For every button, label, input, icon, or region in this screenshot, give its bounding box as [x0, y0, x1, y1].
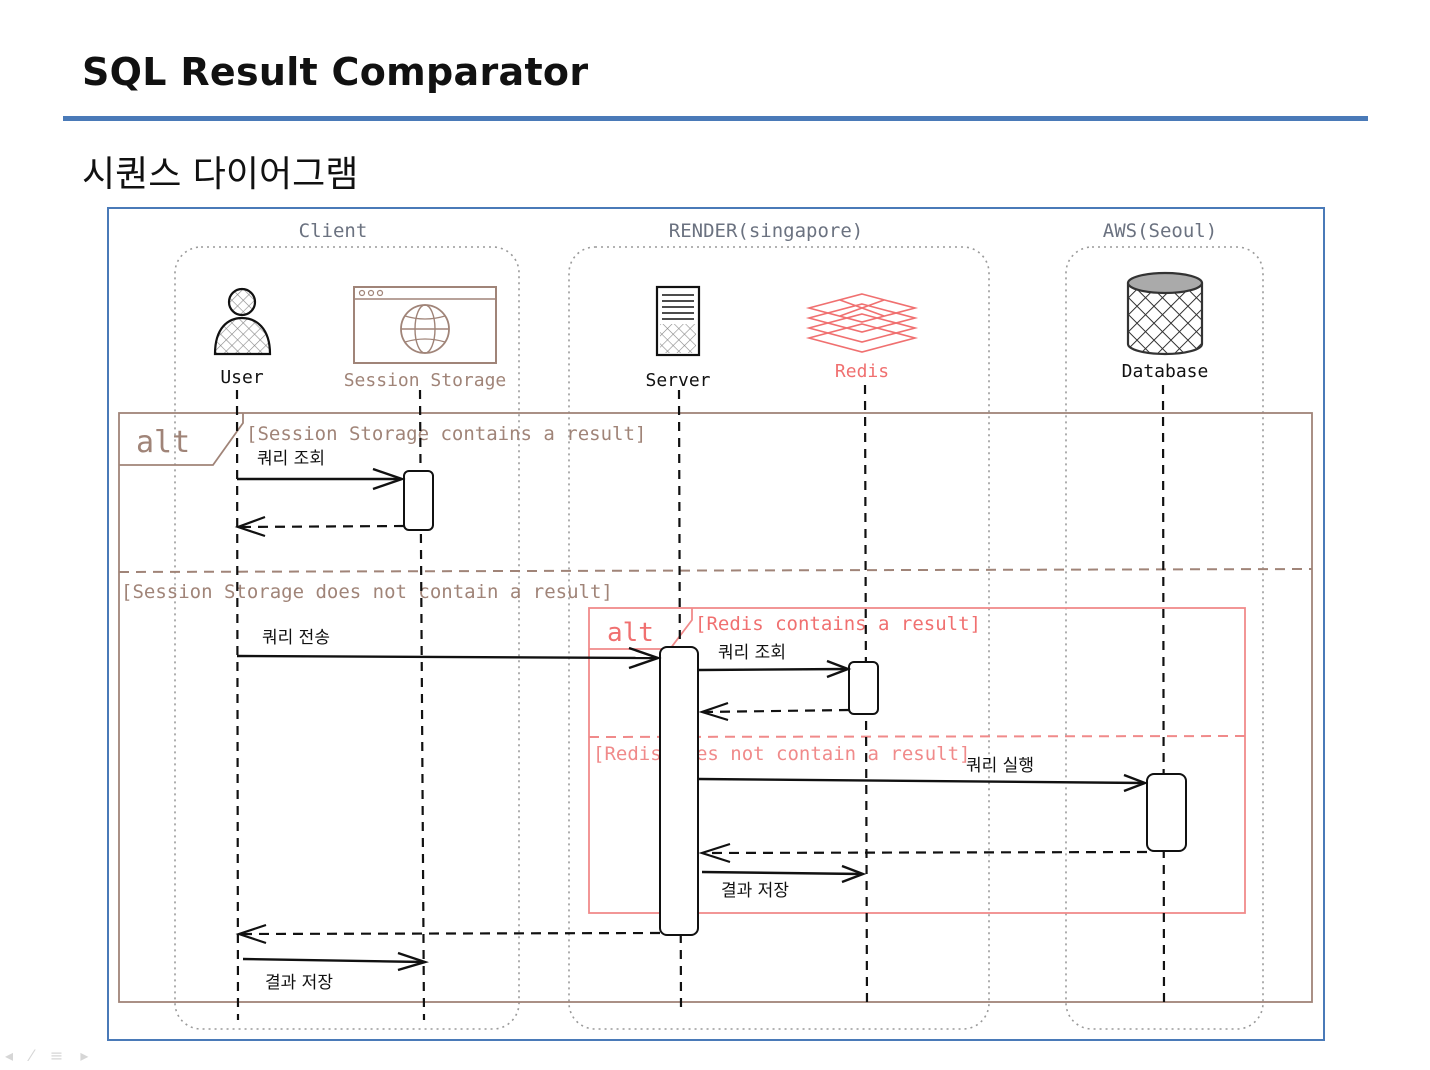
outer-alt-condition-2: [Session Storage does not contain a resu…	[121, 581, 613, 603]
inner-alt-condition-1: [Redis contains a result]	[695, 613, 981, 635]
browser-globe-icon	[353, 286, 497, 364]
activation-redis	[848, 661, 879, 715]
message-label-query-session: 쿼리 조회	[257, 449, 325, 469]
lifeline-database	[1161, 384, 1166, 1009]
slide-subtitle: 시퀀스 다이어그램	[82, 154, 359, 195]
message-user-send-query: 쿼리 전송	[236, 628, 662, 670]
diagram-frame	[107, 207, 1325, 1041]
message-label-save-redis: 결과 저장	[721, 881, 789, 901]
group-render: RENDER(singapore)	[568, 220, 990, 1030]
server-icon	[655, 285, 701, 357]
user-icon	[213, 287, 272, 356]
group-client: Client	[174, 220, 520, 1030]
return-database-to-server	[698, 842, 1148, 864]
return-session-to-user	[234, 515, 405, 538]
group-aws: AWS(Seoul)	[1065, 220, 1264, 1030]
participant-label-database: Database	[1122, 361, 1209, 382]
message-user-save-session: 결과 저장	[242, 951, 429, 993]
participant-label-redis: Redis	[835, 361, 889, 382]
message-label-save-session: 결과 저장	[265, 973, 333, 993]
outer-alt-condition-1: [Session Storage contains a result]	[246, 423, 646, 445]
message-label-send-query: 쿼리 전송	[262, 628, 330, 648]
slide-title: SQL Result Comparator	[82, 50, 589, 94]
inner-alt-keyword: alt	[607, 618, 654, 648]
message-server-exec-query: 쿼리 실행	[698, 756, 1149, 793]
slide-nav-icons[interactable]: ◂ ⁄ ≡ ▸	[5, 1046, 95, 1065]
activation-database	[1146, 773, 1187, 852]
outer-alt-fragment: alt [Session Storage contains a result] …	[118, 412, 1313, 1003]
message-server-query-redis: 쿼리 조회	[698, 643, 852, 679]
return-server-to-user	[235, 923, 661, 945]
message-server-save-redis: 결과 저장	[701, 864, 867, 901]
activation-session-storage	[403, 470, 434, 531]
group-label-client: Client	[299, 220, 368, 242]
title-divider	[63, 116, 1368, 121]
inner-alt-condition-2: [Redis does not contain a result]	[593, 743, 971, 765]
participant-label-session-storage: Session Storage	[344, 370, 507, 391]
participant-label-user: User	[220, 367, 264, 388]
activation-server	[659, 646, 699, 936]
outer-alt-keyword: alt	[136, 425, 190, 460]
group-label-aws: AWS(Seoul)	[1103, 220, 1217, 242]
message-label-exec-query: 쿼리 실행	[966, 756, 1034, 776]
redis-layers-icon	[805, 293, 919, 353]
message-label-query-redis: 쿼리 조회	[718, 643, 786, 663]
message-user-query-session: 쿼리 조회	[237, 449, 406, 491]
return-redis-to-server	[698, 701, 850, 722]
database-cylinder-icon	[1126, 271, 1204, 356]
participant-label-server: Server	[645, 370, 710, 391]
lifeline-user	[235, 389, 240, 1021]
group-label-render: RENDER(singapore)	[669, 220, 863, 242]
